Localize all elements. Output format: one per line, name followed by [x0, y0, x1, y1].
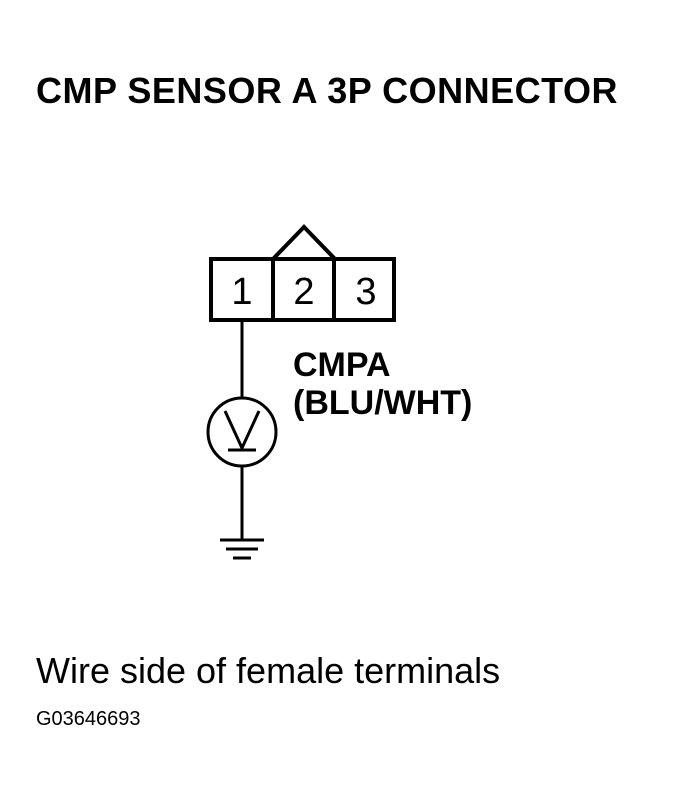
wire-name-label: CMPA	[293, 346, 391, 384]
pin-1-label: 1	[231, 271, 252, 313]
pin-3-label: 3	[355, 271, 376, 313]
figure-id: G03646693	[36, 708, 141, 730]
connector-housing	[209, 257, 396, 322]
ground-icon	[220, 538, 264, 560]
pin-2-label: 2	[293, 271, 314, 313]
connector-lock-tab	[271, 224, 337, 261]
voltmeter-icon	[206, 396, 278, 468]
page-title: CMP SENSOR A 3P CONNECTOR	[36, 70, 618, 111]
view-caption: Wire side of female terminals	[36, 650, 501, 691]
wire-color-label: (BLU/WHT)	[293, 384, 473, 422]
